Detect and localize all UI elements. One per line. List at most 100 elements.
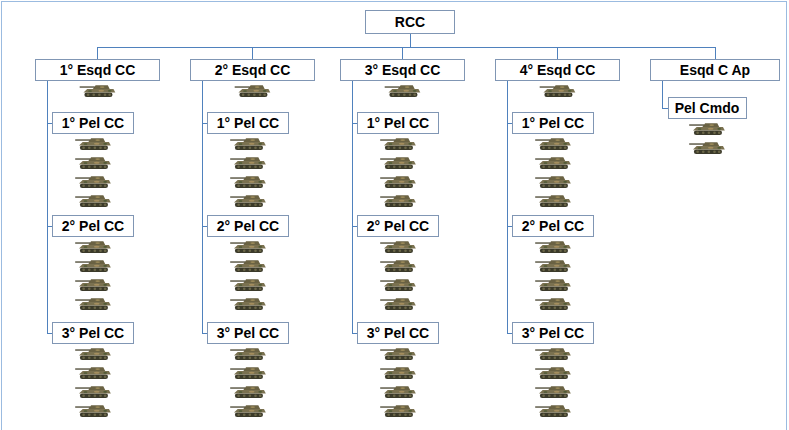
tank-icon [535,195,571,207]
node-label: 3° Pel CC [367,325,429,341]
tank-icon [230,405,266,417]
org-connector [352,81,357,226]
tank-icon [230,138,266,150]
tank-icon [535,138,571,150]
node-label: 1° Esqd CC [60,62,136,78]
node-label: 2° Pel CC [522,218,584,234]
node-label: 2° Esqd CC [215,62,291,78]
org-connector [98,34,411,59]
squadron-box: Esqd C Ap [650,59,780,81]
tank-icon [230,176,266,188]
tank-icon [535,279,571,291]
tank-icon [75,386,111,398]
tank-icon [75,348,111,360]
tank-icon [75,176,111,188]
platoon-box: 3° Pel CC [357,322,439,344]
tank-icon [385,85,421,97]
squadron-box: 3° Esqd CC [340,59,465,81]
tank-icon [230,157,266,169]
platoon-box: 1° Pel CC [207,112,289,134]
tank-icon [535,260,571,272]
org-connector [253,34,411,59]
squadron-box: 4° Esqd CC [495,59,620,81]
platoon-box: 2° Pel CC [357,215,439,237]
node-label: 1° Pel CC [62,115,124,131]
node-label: RCC [395,14,425,30]
node-label: 3° Pel CC [522,325,584,341]
node-label: 1° Pel CC [217,115,279,131]
tank-icon [230,279,266,291]
node-label: 2° Pel CC [217,218,279,234]
tank-icon [535,241,571,253]
node-label: 2° Pel CC [367,218,429,234]
platoon-box: 2° Pel CC [52,215,134,237]
tank-icon [380,138,416,150]
node-label: 4° Esqd CC [520,62,596,78]
tank-icon [535,298,571,310]
platoon-box: 3° Pel CC [207,322,289,344]
regiment-box: RCC [365,10,455,34]
tank-icon [380,279,416,291]
tank-icon [535,405,571,417]
tank-icon [75,405,111,417]
tank-icon [540,85,576,97]
tank-icon [380,176,416,188]
squadron-box: 2° Esqd CC [190,59,315,81]
tank-icon [75,138,111,150]
tank-icon [535,367,571,379]
tank-icon [75,260,111,272]
platoon-box: Pel Cmdo [668,97,747,119]
node-label: Esqd C Ap [680,62,750,78]
org-connector [202,81,207,226]
tank-icon [230,241,266,253]
org-connector [410,34,715,59]
tank-icon [230,367,266,379]
tank-icon [380,195,416,207]
tank-icon [535,348,571,360]
tank-icon [380,298,416,310]
node-label: 1° Pel CC [367,115,429,131]
tank-icon [689,142,725,154]
platoon-box: 3° Pel CC [52,322,134,344]
org-connector [507,81,512,226]
tank-icon [75,279,111,291]
tank-icon [235,85,271,97]
node-label: 1° Pel CC [522,115,584,131]
tank-icon [75,298,111,310]
node-label: 3° Esqd CC [365,62,441,78]
tank-icon [75,195,111,207]
tank-icon [230,386,266,398]
node-label: 2° Pel CC [62,218,124,234]
tank-icon [380,260,416,272]
node-label: 3° Pel CC [62,325,124,341]
tank-icon [380,405,416,417]
org-connector [410,34,558,59]
tank-icon [380,348,416,360]
tank-icon [230,260,266,272]
platoon-box: 2° Pel CC [512,215,594,237]
tank-icon [230,348,266,360]
tank-icon [380,386,416,398]
tank-icon [380,241,416,253]
tank-icon [80,85,116,97]
platoon-box: 1° Pel CC [357,112,439,134]
tank-icon [75,367,111,379]
tank-icon [380,157,416,169]
tank-icon [535,157,571,169]
tank-icon [230,298,266,310]
tank-icon [230,195,266,207]
platoon-box: 2° Pel CC [207,215,289,237]
tank-icon [535,386,571,398]
tank-icon [380,367,416,379]
squadron-box: 1° Esqd CC [35,59,160,81]
node-label: Pel Cmdo [675,100,740,116]
tank-icon [535,176,571,188]
org-connector [403,34,411,59]
tank-icon [75,157,111,169]
tank-icon [689,123,725,135]
platoon-box: 1° Pel CC [512,112,594,134]
org-connector [47,81,52,226]
tank-icon [75,241,111,253]
